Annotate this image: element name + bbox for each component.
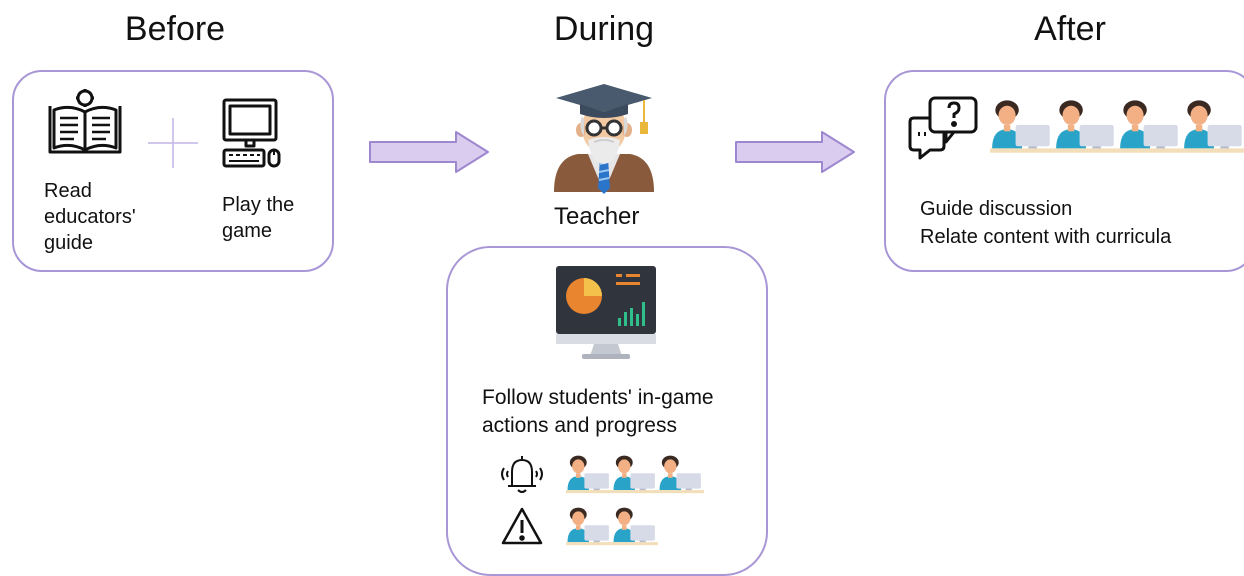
plus-icon [146, 116, 200, 170]
arrow-before-to-during [368, 130, 490, 174]
ringing-bell-icon [498, 452, 546, 496]
alerted-students-row [566, 454, 704, 494]
student-icon [1182, 94, 1244, 158]
before-panel: Read educators' guide Play the game [12, 70, 334, 272]
read-guide-label: Read educators' guide [44, 180, 136, 254]
student-icon [1118, 94, 1182, 158]
student-icon [566, 506, 612, 546]
student-icon [612, 506, 658, 546]
discussion-students-row [990, 94, 1244, 158]
arrow-during-to-after [734, 130, 856, 174]
student-icon [612, 454, 658, 494]
after-panel: Guide discussion Relate content with cur… [884, 70, 1244, 272]
book-gear-icon [44, 88, 126, 160]
student-icon [990, 94, 1054, 158]
relate-curricula-label: Relate content with curricula [920, 226, 1172, 248]
teacher-avatar-icon [548, 84, 660, 196]
student-icon [566, 454, 612, 494]
warned-students-row [566, 506, 658, 546]
student-icon [1054, 94, 1118, 158]
during-panel: Follow students' in-game actions and pro… [446, 246, 768, 576]
guide-discussion-label: Guide discussion [920, 198, 1073, 220]
before-title: Before [124, 10, 226, 48]
dashboard-monitor-icon [554, 264, 658, 362]
during-title: During [553, 10, 655, 48]
student-icon [658, 454, 704, 494]
follow-students-label: Follow students' in-game actions and pro… [482, 386, 714, 437]
computer-icon [220, 98, 284, 170]
after-title: After [1034, 10, 1106, 48]
teacher-label: Teacher [554, 203, 640, 230]
warning-triangle-icon [500, 506, 544, 546]
play-game-label: Play the game [222, 194, 295, 242]
discussion-bubbles-icon [906, 96, 982, 162]
